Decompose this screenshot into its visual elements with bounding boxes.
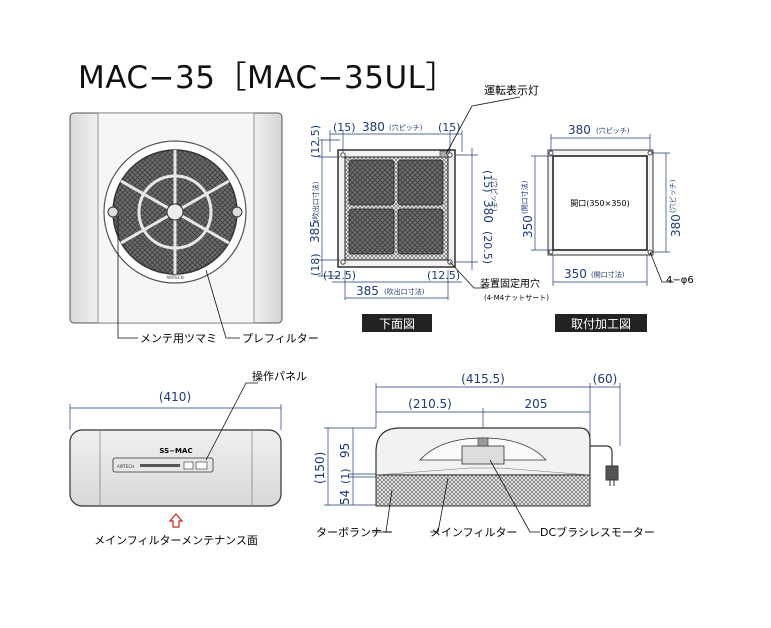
bv-left-top: (12.5): [309, 125, 322, 158]
side-main-filter: [375, 474, 591, 507]
sv-h-mid: (1): [339, 468, 352, 484]
sv-part-b: 205: [525, 397, 548, 411]
bv-left-mid-unit: (吹出口寸法): [311, 181, 320, 222]
bottom-view: (15) 380 (穴ピッチ) (15) (12.5) 385 (吹出口寸法) …: [308, 83, 549, 332]
fv-width: (410): [159, 390, 191, 404]
fixing-hole-label: 装置固定用穴: [480, 277, 540, 290]
bv-top-right: (15): [438, 121, 461, 134]
unit-logo: AIRTECH: [166, 275, 183, 280]
mv-left: 350: [521, 215, 535, 238]
fixing-hole-sub: (4-M4ナットサート): [484, 294, 549, 302]
power-plug: [605, 465, 619, 481]
bv-bottom-mid: 385: [356, 284, 379, 298]
turbo-runner-label: ターボランナー: [316, 526, 393, 539]
bv-right-mid: 380: [481, 200, 495, 223]
indicator-lamp-label: 運転表示灯: [484, 83, 539, 97]
mente-knob-left: [107, 206, 119, 218]
sv-part-a: (210.5): [408, 397, 452, 411]
bv-top-mid-unit: (穴ピッチ): [389, 123, 423, 132]
mv-top: 380: [568, 123, 591, 137]
mount-view-tag: [555, 314, 647, 332]
sv-extra: (60): [593, 372, 618, 386]
front-view: (410) SS−MAC AIRTECH 操作パネル メインフィルターメンテナン…: [69, 369, 307, 547]
mv-right: 380: [669, 214, 683, 237]
mount-view-label: 取付加工図: [571, 317, 631, 331]
mount-opening: [552, 155, 648, 251]
sv-height: (150): [313, 452, 327, 484]
product-title: MAC−35［MAC−35UL］: [78, 60, 457, 96]
prefilter-label: プレフィルター: [242, 332, 319, 345]
mv-left-unit: (開口寸法): [520, 180, 529, 214]
bottom-view-label: 下面図: [379, 317, 415, 331]
hole-count-label: 4−φ6: [666, 275, 694, 286]
dc-motor-label: DCブラシレスモーター: [540, 525, 655, 539]
bv-top-left: (15): [333, 121, 356, 134]
dc-motor: [461, 445, 505, 465]
bv-right-mid-unit: (穴ピッチ): [490, 178, 499, 212]
panel-indicators: [140, 464, 180, 467]
operation-panel-label: 操作パネル: [252, 369, 307, 383]
sv-h-bot: 54: [338, 490, 352, 505]
panel-button-mode: [183, 461, 194, 470]
bv-right-top: (15): [481, 170, 494, 193]
bv-bottom-right: (12.5): [427, 269, 460, 282]
bottom-view-tag: [362, 314, 432, 332]
mount-center-label: 開口(350×350): [570, 199, 629, 208]
sv-h-top: 95: [338, 443, 352, 458]
sv-total: (415.5): [461, 372, 505, 386]
maintenance-arrow-icon: [168, 513, 184, 528]
bv-bottom-left: (12.5): [323, 269, 356, 282]
panel-button-power: [195, 461, 208, 470]
side-view: (415.5) (60) (210.5) 205 (150) 95 (1) 54…: [313, 372, 655, 539]
bv-top-mid: 380: [362, 120, 385, 134]
fv-brand: SS−MAC: [159, 447, 192, 455]
fv-logo: AIRTECH: [117, 464, 134, 469]
bv-bottom-mid-unit: (吹出口寸法): [384, 287, 425, 296]
power-cable: [590, 445, 613, 466]
bv-left-mid: 385: [308, 220, 322, 243]
mv-right-unit: (穴ピッチ): [668, 179, 677, 213]
unit-top-view: AIRTECH メンテ用ツマミ プレフィルター: [69, 112, 319, 345]
mount-view: 開口(350×350) 380 (穴ピッチ) 350 (開口寸法) 380 (穴…: [520, 123, 694, 332]
mente-knob-right: [231, 206, 243, 218]
main-filter-label: メインフィルター: [430, 526, 517, 539]
mv-bottom-unit: (開口寸法): [591, 270, 625, 279]
bv-left-bottom: (18): [309, 253, 322, 276]
bv-right-bottom: (20.5): [481, 231, 494, 264]
mv-bottom: 350: [564, 267, 587, 281]
mente-knob-label: メンテ用ツマミ: [140, 332, 217, 345]
mv-top-unit: (穴ピッチ): [596, 126, 630, 135]
main-filter-face-label: メインフィルターメンテナンス面: [94, 534, 258, 547]
